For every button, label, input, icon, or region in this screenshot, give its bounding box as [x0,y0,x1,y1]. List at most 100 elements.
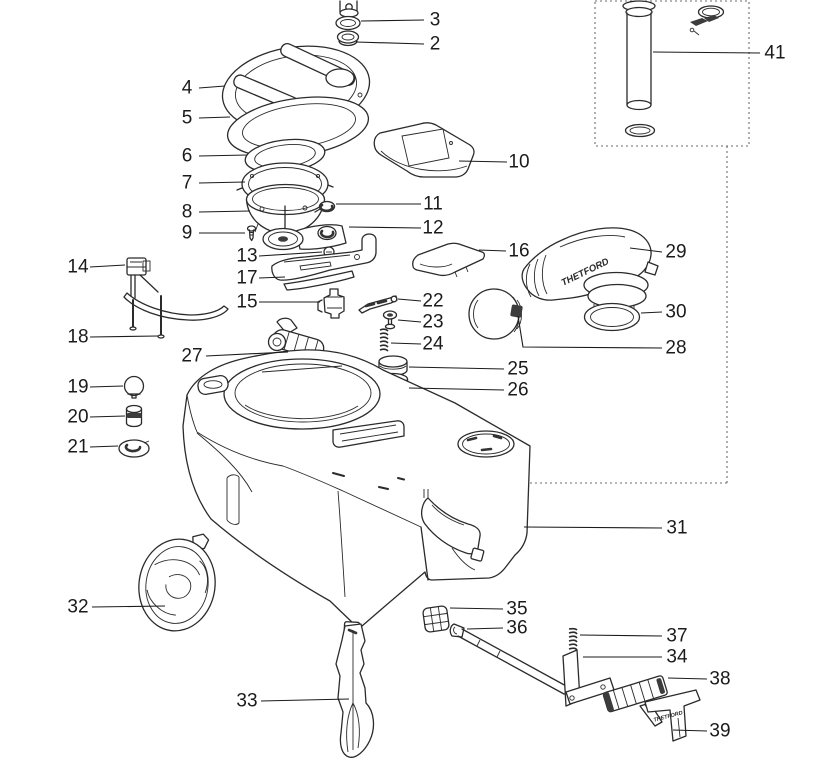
callout-25-coupling-sleeve: 25 [408,359,529,380]
part-number-23: 23 [422,312,443,333]
leader-line-18 [89,335,159,338]
part-number-24: 24 [422,334,444,355]
callout-9-screw: 9 [182,223,245,244]
part-number-4: 4 [182,78,193,99]
part-latch-mechanism [602,675,668,727]
callout-37-spring: 37 [579,626,688,647]
leader-line-17 [258,276,286,279]
callout-41-vent-tube-kit: 41 [652,43,786,64]
callout-34-bracket: 34 [583,647,688,668]
part-dump-cap [468,288,523,340]
part-spring-37 [568,627,578,651]
part-number-30: 30 [665,302,686,323]
part-valve-ring [314,200,336,213]
leader-line-26 [408,387,505,391]
part-number-27: 27 [181,346,202,367]
leader-line-33 [260,698,350,702]
callout-3-cap-ring: 3 [360,10,441,31]
leader-line-2 [355,41,425,45]
part-plug-20 [125,404,143,428]
leader-line-39 [672,729,708,732]
part-number-14: 14 [67,257,89,278]
callout-33-carry-handle: 33 [236,691,350,712]
leader-line-24 [390,342,422,345]
part-cap-19 [123,375,145,399]
leader-line-37 [579,634,663,637]
part-cover-plate [373,122,475,178]
leader-line-4 [198,85,226,89]
callout-10-cover-plate: 10 [458,152,530,173]
part-vent-tube-kit [622,0,725,138]
part-number-33: 33 [236,691,257,712]
part-number-12: 12 [422,218,443,239]
part-number-8: 8 [182,202,193,223]
part-number-19: 19 [67,377,88,398]
leader-line-27 [205,351,289,357]
callout-13-screw: 13 [236,246,323,267]
part-top-cap-assembly [335,0,361,47]
part-number-28: 28 [665,338,686,359]
callout-28-dump-cap: 28 [517,315,687,359]
callout-12-flush-coupling: 12 [348,218,444,239]
part-number-17: 17 [236,268,257,289]
leader-line-32 [91,605,166,608]
callout-16-access-door: 16 [478,241,530,262]
part-number-18: 18 [67,327,88,348]
part-waste-tank [182,349,531,649]
callout-31-waste-tank: 31 [523,518,688,539]
leader-line-29 [629,247,663,253]
part-knob [422,605,450,633]
callout-24-spring: 24 [390,334,444,355]
part-mounting-frame [123,257,229,321]
part-number-22: 22 [422,291,443,312]
callout-2-seal-ring: 2 [355,34,440,55]
part-o-ring [583,302,641,332]
part-bowl [245,183,326,240]
callout-4-seat-lid: 4 [182,78,226,99]
callout-30-o-ring: 30 [640,302,687,323]
part-callouts: 2345678910111213141516171819202122232425… [67,10,785,742]
callout-18-fixing-pins: 18 [67,327,159,348]
part-number-26: 26 [507,380,528,401]
part-number-25: 25 [507,359,528,380]
leader-line-30 [640,311,663,314]
leader-line-35 [449,607,504,610]
leader-line-38 [667,677,708,680]
part-number-36: 36 [506,618,527,639]
callout-17-support-bracket: 17 [236,268,286,289]
leader-line-6 [198,154,248,157]
leader-line-3 [360,19,425,22]
leader-line-31 [523,526,663,529]
part-number-9: 9 [182,223,193,244]
part-number-41: 41 [764,43,785,64]
leader-line-19 [89,385,124,388]
leader-line-28 [517,315,663,349]
part-number-16: 16 [508,241,529,262]
callout-29-pour-out-spout: 29 [629,242,687,263]
callout-32-wheel: 32 [67,597,166,618]
leader-line-10 [458,160,508,163]
part-number-7: 7 [182,173,193,194]
part-number-20: 20 [67,407,88,428]
part-number-11: 11 [423,194,443,215]
part-access-door [412,242,486,278]
part-screw-9 [246,225,257,242]
leader-line-23 [397,319,422,323]
leader-line-41 [652,51,761,54]
part-number-34: 34 [666,647,688,668]
callout-22-lever: 22 [397,291,444,312]
part-valve-latch [317,288,345,319]
part-number-38: 38 [709,669,730,690]
callout-8-bowl: 8 [182,202,251,223]
part-wheel [138,533,216,632]
leader-line-20 [89,415,126,418]
part-carry-handle [335,623,375,758]
part-number-3: 3 [430,10,441,31]
callout-23-plunger: 23 [397,312,444,333]
callout-7-bowl-rim: 7 [182,173,246,194]
callout-27-fill-tube: 27 [181,346,289,367]
part-plunger [382,310,398,330]
part-pour-out-spout: THETFORD [521,227,659,313]
part-number-39: 39 [709,721,730,742]
